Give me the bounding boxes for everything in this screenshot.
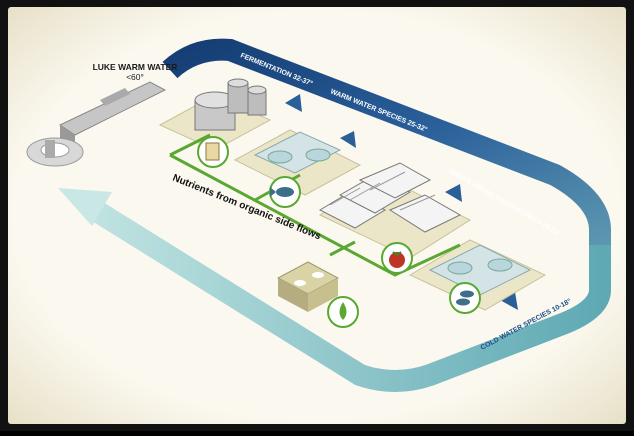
nutrient-line <box>169 133 461 277</box>
water-source-temp: <60° <box>126 72 144 82</box>
paper-background <box>8 7 626 424</box>
side-flow-block <box>276 261 340 312</box>
fish-icon <box>269 176 301 208</box>
tomato-icon <box>381 242 413 274</box>
document-icon <box>197 136 229 168</box>
cold-flow-arrowhead <box>58 188 112 226</box>
branch-arrows <box>285 94 518 310</box>
warm-fish-tanks <box>253 131 342 174</box>
cold-fish-tanks <box>428 244 532 296</box>
fermentation-tanks <box>194 78 267 131</box>
greenhouses <box>318 162 462 233</box>
fish-pair-icon <box>449 282 481 314</box>
cold-water-flow-arrow <box>89 200 611 392</box>
water-source-label: LUKE WARM WATER <box>93 62 178 72</box>
water-source-pipe <box>26 81 167 167</box>
water-drop-icon <box>327 296 359 328</box>
warm-water-flow-arrow <box>162 38 611 245</box>
